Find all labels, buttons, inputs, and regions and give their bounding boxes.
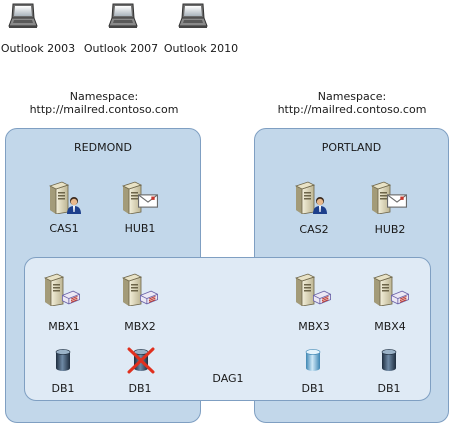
site-name-portland: PORTLAND	[321, 141, 382, 154]
client-label: Outlook 2010	[163, 42, 239, 55]
laptop-icon	[178, 2, 208, 30]
mailbox-server-icon	[373, 273, 410, 306]
server-label: HUB2	[374, 223, 406, 236]
cas-server-icon	[295, 181, 327, 214]
database-label: DB1	[301, 382, 325, 395]
namespace-url: http://mailred.contoso.com	[277, 103, 427, 116]
namespace-url: http://mailred.contoso.com	[29, 103, 179, 116]
dag-name: DAG1	[212, 372, 244, 385]
hub-server-icon	[371, 181, 407, 214]
hub-server-icon	[122, 181, 158, 214]
namespace-heading: Namespace:	[317, 90, 387, 103]
laptop-icon	[8, 2, 38, 30]
database-passive-icon	[305, 349, 321, 371]
database-label: DB1	[51, 382, 75, 395]
server-label: CAS1	[49, 222, 79, 235]
cas-server-icon	[49, 181, 81, 214]
mailbox-server-label: MBX2	[124, 320, 156, 333]
database-active-icon	[55, 349, 71, 371]
database-label: DB1	[128, 382, 152, 395]
dag-container	[24, 257, 431, 401]
server-label: HUB1	[124, 222, 156, 235]
mailbox-server-icon	[295, 273, 332, 306]
namespace-heading: Namespace:	[69, 90, 139, 103]
mailbox-server-label: MBX1	[48, 320, 80, 333]
mailbox-server-label: MBX4	[374, 320, 406, 333]
client-label: Outlook 2003	[0, 42, 76, 55]
mailbox-server-label: MBX3	[298, 320, 330, 333]
database-active-icon	[381, 349, 397, 371]
laptop-icon	[108, 2, 138, 30]
site-name-redmond: REDMOND	[74, 141, 132, 154]
mailbox-server-icon	[44, 273, 81, 306]
database-failed-icon	[127, 347, 155, 374]
server-label: CAS2	[299, 223, 329, 236]
mailbox-server-icon	[122, 273, 159, 306]
database-label: DB1	[377, 382, 401, 395]
client-label: Outlook 2007	[83, 42, 159, 55]
